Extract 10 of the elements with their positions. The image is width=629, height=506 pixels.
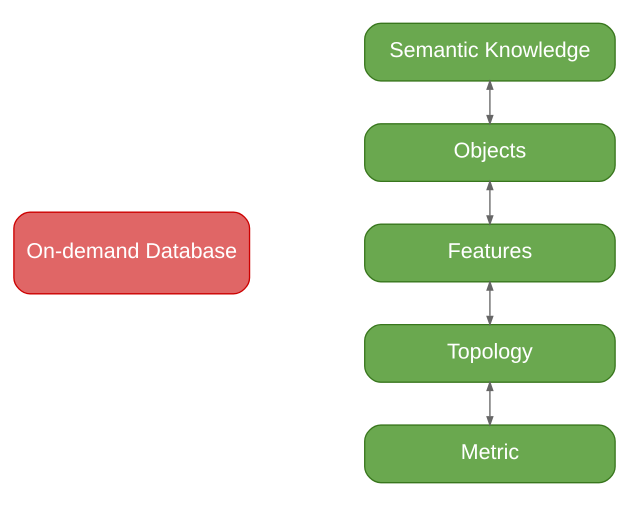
arrow [486, 79, 494, 126]
arrow [486, 180, 494, 226]
node-box: Topology [364, 324, 616, 383]
node-box: On-demand Database [13, 212, 250, 294]
node-box: Objects [364, 123, 616, 182]
arrow [486, 280, 494, 326]
node-box: Semantic Knowledge [364, 22, 616, 82]
node-box: Features [364, 224, 616, 282]
arrow [486, 380, 494, 427]
node-box: Metric [364, 424, 616, 484]
